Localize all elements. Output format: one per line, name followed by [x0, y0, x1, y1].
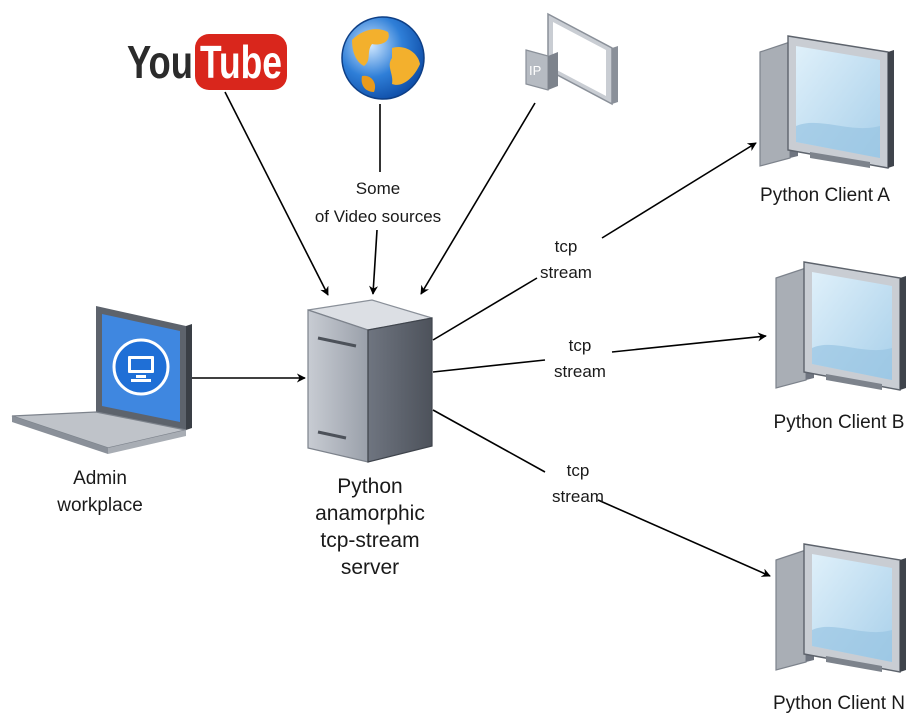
- arrow-server-to-client-n-1: [432, 409, 546, 473]
- stream-label-a: tcp stream: [540, 237, 592, 282]
- stream-n-line2: stream: [552, 487, 604, 506]
- arrow-server-to-client-a-2: [601, 142, 757, 239]
- stream-label-n: tcp stream: [552, 461, 604, 506]
- client-n-label: Python Client N: [773, 693, 905, 714]
- server-label-line3: tcp-stream: [320, 529, 419, 552]
- arrow-ipcam-to-server: [420, 102, 536, 295]
- client-a-label: Python Client A: [760, 185, 890, 206]
- ip-camera-badge: IP: [529, 63, 541, 78]
- server-icon: [307, 299, 433, 463]
- stream-a-line1: tcp: [555, 237, 578, 256]
- connectors: [186, 91, 771, 577]
- admin-label-line2: workplace: [56, 495, 143, 516]
- arrow-server-to-client-b-1: [432, 359, 546, 373]
- youtube-logo-red-box: [195, 34, 287, 90]
- youtube-logo: You Tube: [127, 34, 287, 90]
- video-sources-caption-line2: of Video sources: [315, 207, 441, 226]
- laptop-icon: [11, 306, 192, 454]
- arrow-server-to-client-b-2: [611, 332, 767, 353]
- ip-camera-icon: IP: [525, 12, 618, 106]
- youtube-logo-you: You: [127, 36, 193, 88]
- client-a-desktop-icon: [759, 35, 894, 169]
- server-label-line2: anamorphic: [315, 502, 425, 525]
- arrow-server-to-client-n-2: [597, 499, 771, 577]
- stream-n-line1: tcp: [567, 461, 590, 480]
- globe-icon: [341, 16, 425, 100]
- client-b-label: Python Client B: [774, 412, 905, 433]
- admin-label-line1: Admin: [73, 468, 127, 489]
- arrow-youtube-to-server: [224, 91, 329, 296]
- stream-a-line2: stream: [540, 263, 592, 282]
- youtube-logo-tube: Tube: [200, 36, 282, 88]
- server-label-line4: server: [341, 556, 399, 579]
- client-b-desktop-icon: [775, 261, 906, 391]
- client-n-desktop-icon: [775, 543, 906, 673]
- server-label-line1: Python: [337, 475, 402, 498]
- arrow-server-to-client-a-1: [432, 277, 538, 341]
- stream-label-b: tcp stream: [554, 336, 606, 381]
- stream-b-line1: tcp: [569, 336, 592, 355]
- stream-b-line2: stream: [554, 362, 606, 381]
- arrow-globe-to-server-lower: [369, 229, 378, 295]
- video-sources-caption-line1: Some: [356, 179, 400, 198]
